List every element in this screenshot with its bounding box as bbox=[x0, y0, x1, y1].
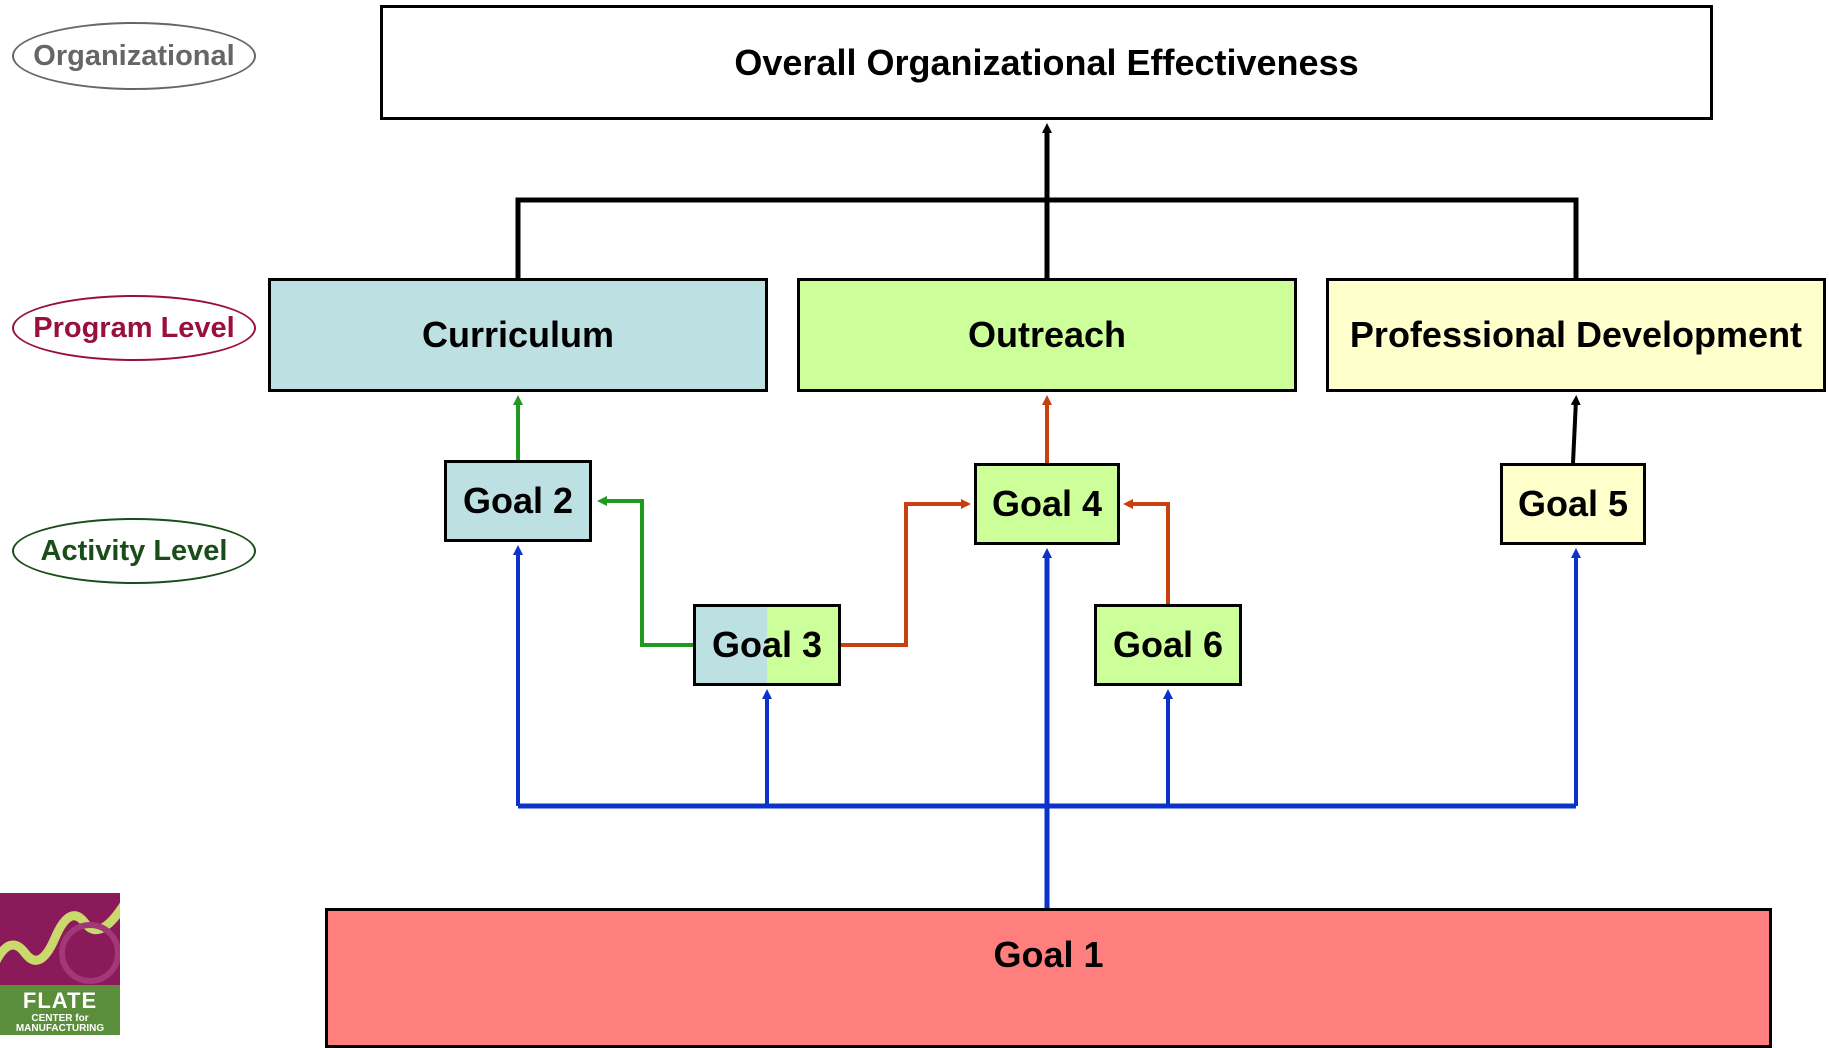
goal6-box: Goal 6 bbox=[1094, 604, 1242, 686]
curriculum-label: Curriculum bbox=[421, 314, 615, 355]
goal3-outreach-half bbox=[767, 607, 838, 683]
goal3-box: Goal 3 bbox=[693, 604, 841, 686]
program-level-text: Program Level bbox=[33, 311, 235, 344]
outreach-label: Outreach bbox=[967, 314, 1127, 355]
goal4-label: Goal 4 bbox=[991, 483, 1103, 524]
logo-subtitle-line2: MANUFACTURING bbox=[15, 1023, 105, 1034]
activity-level-text: Activity Level bbox=[40, 534, 228, 567]
professional-development-label: Professional Development bbox=[1349, 314, 1803, 355]
outreach-box: Outreach bbox=[797, 278, 1297, 392]
logo-subtitle-line1: CENTER for bbox=[31, 1013, 89, 1024]
goal1-label: Goal 1 bbox=[993, 934, 1104, 975]
goal6-label: Goal 6 bbox=[1112, 624, 1224, 665]
logo-band bbox=[0, 985, 120, 1035]
organizational-level-label: Organizational bbox=[12, 22, 256, 90]
goal4-box: Goal 4 bbox=[974, 463, 1120, 545]
activity-level-label: Activity Level bbox=[12, 518, 256, 584]
flate-logo: FLATE CENTER for MANUFACTURING bbox=[0, 893, 120, 1035]
goal3-curriculum-half bbox=[696, 607, 767, 683]
curriculum-box: Curriculum bbox=[268, 278, 768, 392]
goal5-label: Goal 5 bbox=[1517, 483, 1629, 524]
goal5-to-pd-connector bbox=[1570, 395, 1581, 464]
goal3-to-goal2-connector bbox=[597, 496, 693, 647]
goal5-box: Goal 5 bbox=[1500, 463, 1646, 545]
goal2-box: Goal 2 bbox=[444, 460, 592, 542]
professional-development-box: Professional Development bbox=[1326, 278, 1826, 392]
goal3-label: Goal 3 bbox=[711, 624, 823, 665]
organizational-level-text: Organizational bbox=[33, 39, 235, 72]
program-level-label: Program Level bbox=[12, 295, 256, 361]
gear-wave-logo-icon bbox=[0, 893, 120, 1035]
overall-effectiveness-box: Overall Organizational Effectiveness bbox=[380, 5, 1713, 120]
goal3-to-goal4-connector bbox=[841, 499, 971, 647]
overall-effectiveness-label: Overall Organizational Effectiveness bbox=[734, 41, 1359, 83]
logo-subtitle: CENTER for MANUFACTURING bbox=[0, 1014, 120, 1034]
goal6-to-goal4-connector bbox=[1123, 499, 1170, 604]
goal2-label: Goal 2 bbox=[462, 480, 574, 521]
goal1-box: Goal 1 bbox=[325, 908, 1772, 1048]
logo-name: FLATE bbox=[22, 988, 98, 1013]
